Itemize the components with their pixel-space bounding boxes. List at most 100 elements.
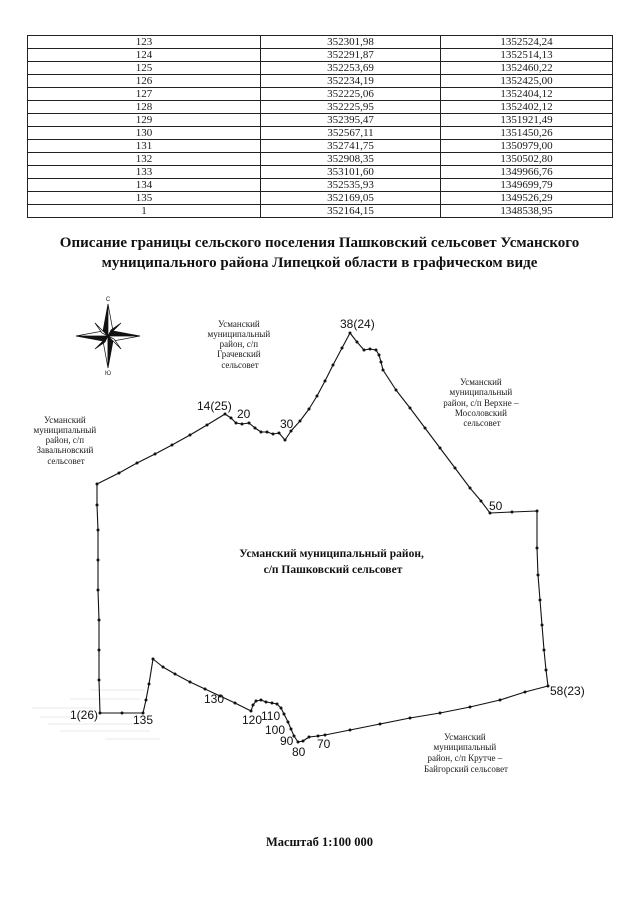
coordinate-y: 1352404,12: [440, 87, 613, 101]
region-label-line: Усманский муниципальный район,: [239, 548, 424, 560]
point-number: 1: [27, 204, 261, 218]
boundary-vertex: [233, 701, 237, 705]
boundary-vertex: [323, 733, 327, 737]
coordinate-x: 352291,87: [260, 48, 441, 62]
compass-arm: [94, 322, 109, 337]
boundary-vertex: [259, 698, 263, 702]
point-number: 123: [27, 35, 261, 49]
boundary-vertex: [438, 446, 442, 450]
coordinate-x: 352253,69: [260, 61, 441, 75]
boundary-vertex: [340, 346, 344, 350]
point-number: 128: [27, 100, 261, 114]
point-number: 127: [27, 87, 261, 101]
compass-arm: [102, 303, 109, 337]
table-row: 131 352741,75 1350979,00: [27, 139, 613, 153]
compass-arm: [107, 335, 114, 369]
coordinate-y: 1350979,00: [440, 139, 613, 153]
boundary-vertex: [135, 461, 139, 465]
table-row: 128 352225,95 1352402,12: [27, 100, 613, 114]
region-label-line: сельсовет: [463, 418, 500, 428]
coordinate-y: 1349699,79: [440, 178, 613, 192]
region-label-verkhne-mosolovsky: Усманский муниципальный район, с/п Верхн…: [443, 377, 521, 428]
region-label-line: муниципальный: [450, 387, 513, 397]
boundary-vertex: [488, 511, 492, 515]
point-label: 80: [292, 745, 306, 759]
point-number: 134: [27, 178, 261, 192]
compass-south-label: Ю: [105, 371, 111, 377]
point-label: 58(23): [550, 684, 585, 698]
boundary-line: [96, 332, 549, 743]
table-row: 124 352291,87 1352514,13: [27, 48, 613, 62]
point-label: 14(25): [197, 399, 232, 413]
boundary-vertex: [97, 618, 101, 622]
boundary-vertex: [283, 438, 287, 442]
point-number: 133: [27, 165, 261, 179]
compass-arm: [94, 335, 109, 350]
coordinate-y: 1352514,13: [440, 48, 613, 62]
boundary-vertex: [188, 680, 192, 684]
region-label-line: Мосоловский: [455, 408, 507, 418]
region-label-line: район, с/п: [46, 435, 85, 445]
boundary-vertex: [538, 598, 542, 602]
compass-north-label: С: [106, 297, 111, 303]
boundary-vertex: [468, 486, 472, 490]
boundary-vertex: [97, 648, 101, 652]
title-line-1: Описание границы сельского поселения Паш…: [59, 235, 580, 251]
boundary-vertex: [96, 558, 100, 562]
boundary-vertex: [323, 379, 327, 383]
point-label: 120: [242, 713, 262, 727]
table-row: 133 353101,60 1349966,76: [27, 165, 613, 179]
region-label-line: Грачевский: [217, 349, 261, 359]
table-row: 1 352164,15 1348538,95: [27, 204, 613, 218]
boundary-vertex: [117, 471, 121, 475]
table-row: 123 352301,98 1352524,24: [27, 35, 613, 49]
boundary-vertex: [540, 623, 544, 627]
compass-arm: [107, 330, 141, 337]
region-label-line: район, с/п: [220, 339, 259, 349]
boundary-vertex: [141, 711, 145, 715]
coordinate-x: 352741,75: [260, 139, 441, 153]
boundary-vertex: [259, 430, 263, 434]
boundary-vertex: [298, 419, 302, 423]
boundary-vertex: [253, 426, 257, 430]
boundary-vertex: [535, 546, 539, 550]
coordinate-y: 1352524,24: [440, 35, 613, 49]
boundary-vertex: [249, 709, 253, 713]
title-line-2: муниципального района Липецкой области в…: [101, 255, 538, 271]
boundary-vertex: [408, 716, 412, 720]
boundary-vertex: [289, 429, 293, 433]
boundary-vertex: [368, 347, 372, 351]
boundary-vertex: [301, 739, 305, 743]
point-label: 110: [261, 709, 280, 723]
point-label: 130: [204, 692, 224, 706]
coordinate-y: 1350502,80: [440, 152, 613, 166]
boundary-vertex: [523, 690, 527, 694]
coordinate-x: 352395,47: [260, 113, 441, 127]
point-label: 1(26): [70, 708, 98, 722]
coordinate-x: 352225,95: [260, 100, 441, 114]
boundary-vertex: [453, 466, 457, 470]
region-label-line: муниципальный: [34, 425, 97, 435]
point-number: 130: [27, 126, 261, 140]
boundary-vertex: [95, 482, 99, 486]
boundary-vertex: [240, 422, 244, 426]
point-label: 50: [489, 499, 503, 513]
boundary-vertex: [381, 368, 385, 372]
boundary-vertex: [468, 705, 472, 709]
boundary-vertex: [203, 687, 207, 691]
region-label-grachevsky: Усманский муниципальный район, с/п Граче…: [208, 319, 273, 370]
region-label-line: муниципальный: [434, 742, 497, 752]
boundary-vertex: [355, 340, 359, 344]
boundary-vertex: [378, 722, 382, 726]
boundary-vertex: [98, 711, 102, 715]
coordinate-x: 352164,15: [260, 204, 441, 218]
table-row: 135 352169,05 1349526,29: [27, 191, 613, 205]
boundary-vertex: [546, 684, 550, 688]
coordinate-x: 352169,05: [260, 191, 441, 205]
boundary-vertex: [170, 443, 174, 447]
point-label: 30: [280, 417, 294, 431]
table-row: 127 352225,06 1352404,12: [27, 87, 613, 101]
boundary-vertex: [536, 573, 540, 577]
boundary-vertex: [205, 423, 209, 427]
region-label-line: район, с/п Верхне –: [443, 398, 519, 408]
